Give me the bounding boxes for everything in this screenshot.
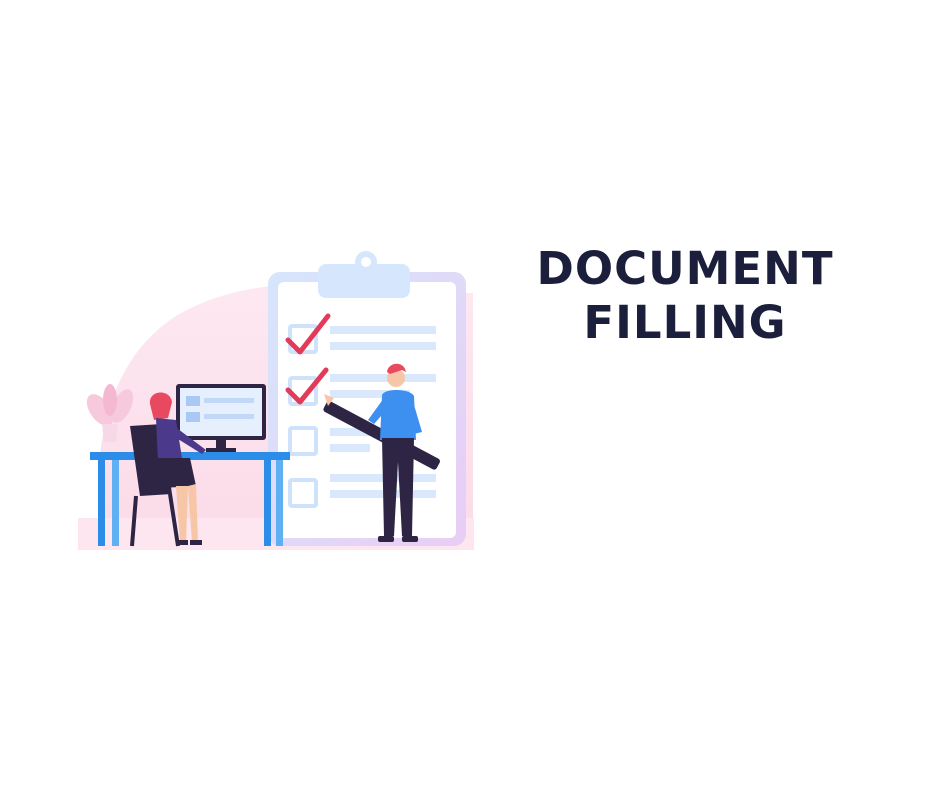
plant xyxy=(86,384,134,442)
title-line-1: DOCUMENT xyxy=(536,242,834,295)
computer-monitor xyxy=(176,384,266,452)
page-title: DOCUMENT FILLING xyxy=(500,242,870,350)
checklist-row-3 xyxy=(288,426,380,456)
checkmark-icon xyxy=(285,313,331,355)
checkmark-icon xyxy=(285,367,329,405)
desk xyxy=(90,452,290,546)
title-line-2: FILLING xyxy=(583,296,787,349)
man-with-pencil xyxy=(323,363,440,542)
woman-at-desk xyxy=(130,392,206,547)
document-filling-illustration xyxy=(78,248,474,550)
clipboard xyxy=(268,251,466,546)
